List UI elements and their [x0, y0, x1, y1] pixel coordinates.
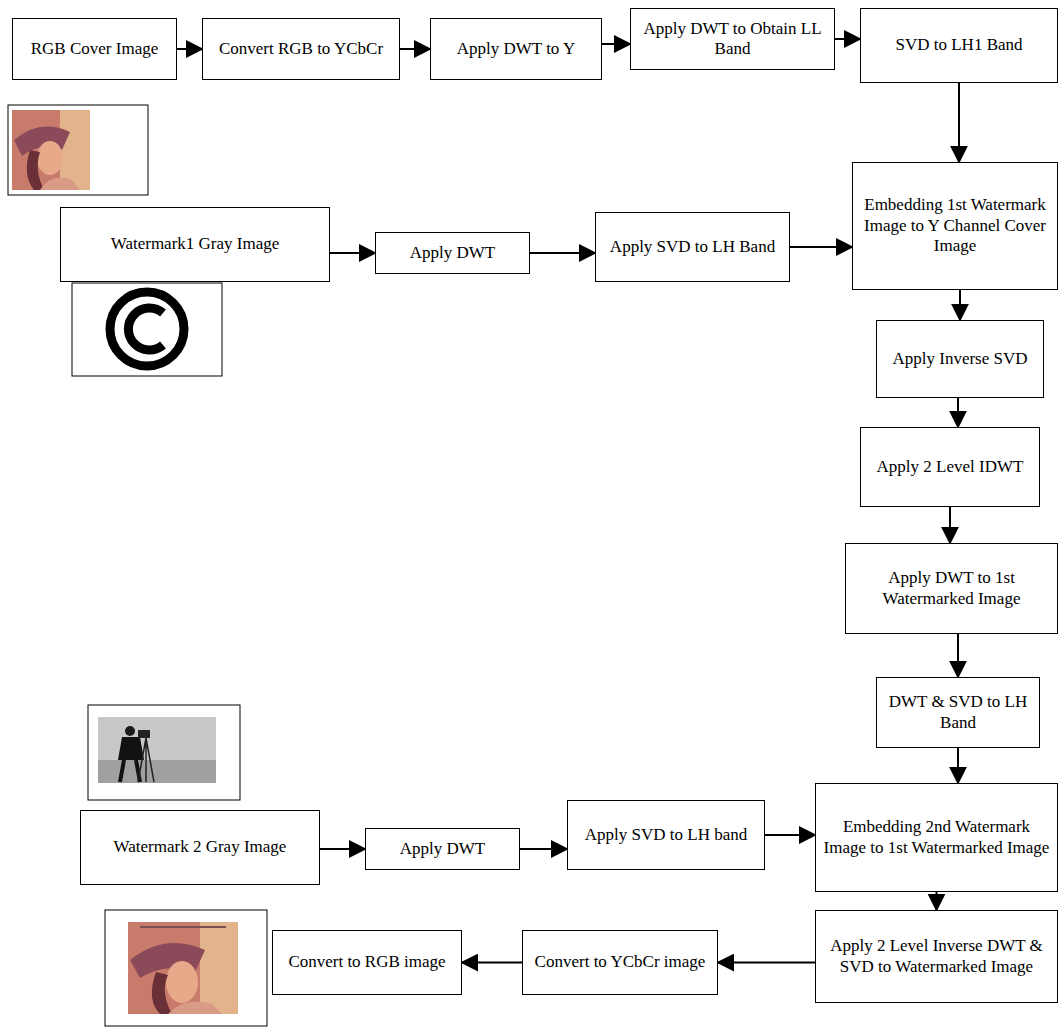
box-label: Embedding 2nd Watermark Image to 1st Wat…	[816, 813, 1057, 862]
flow-arrow	[530, 252, 595, 254]
flow-arrow	[520, 848, 567, 850]
image-face	[166, 961, 198, 1003]
process-box: Embedding 2nd Watermark Image to 1st Wat…	[815, 783, 1058, 892]
flow-arrow	[718, 962, 815, 964]
image-frame	[88, 705, 240, 800]
flow-arrow	[765, 834, 815, 836]
image-face	[37, 141, 63, 175]
process-box: Apply DWT to 1st Watermarked Image	[845, 543, 1058, 634]
box-label: Apply DWT to Y	[451, 35, 582, 63]
box-label: Apply 2 Level Inverse DWT & SVD to Water…	[816, 932, 1057, 981]
image-frame	[72, 283, 222, 376]
process-box: Convert to RGB image	[272, 930, 462, 995]
image-shoulder	[168, 1002, 222, 1014]
image-ground	[98, 760, 216, 783]
process-box: Watermark 2 Gray Image	[80, 810, 320, 885]
process-box: Apply DWT to Y	[430, 18, 602, 80]
image-mirror	[200, 922, 238, 1014]
copyright-image	[72, 283, 222, 376]
box-label: RGB Cover Image	[25, 35, 164, 63]
process-box: DWT & SVD to LH Band	[876, 677, 1040, 748]
box-label: Apply DWT to 1st Watermarked Image	[846, 564, 1057, 613]
box-label: Apply DWT	[404, 239, 501, 267]
flow-arrow	[602, 43, 630, 45]
image-hair	[152, 972, 172, 1014]
image-ground	[12, 110, 90, 190]
box-label: Embedding 1st Watermark Image to Y Chann…	[853, 191, 1057, 260]
flow-arrow	[957, 398, 959, 427]
image-camera	[138, 730, 150, 738]
process-box: SVD to LH1 Band	[860, 8, 1058, 83]
box-label: Convert RGB to YCbCr	[213, 35, 389, 63]
box-label: Apply Inverse SVD	[886, 345, 1033, 373]
flow-arrow	[790, 246, 852, 248]
box-label: Watermark1 Gray Image	[105, 230, 286, 258]
box-label: Apply SVD to LH band	[579, 821, 753, 849]
process-box: Apply Inverse SVD	[876, 320, 1044, 398]
cameraman-image	[88, 705, 240, 800]
box-label: Convert to RGB image	[282, 948, 451, 976]
process-box: Convert RGB to YCbCr	[202, 18, 400, 80]
flow-arrow	[957, 634, 959, 677]
box-label: DWT & SVD to LH Band	[877, 688, 1039, 737]
copyright-c	[128, 308, 163, 350]
flow-arrow	[949, 507, 951, 543]
process-box: Watermark1 Gray Image	[60, 207, 330, 282]
image-frame	[8, 105, 148, 195]
flow-arrow	[835, 38, 860, 40]
image-hair	[27, 150, 44, 190]
image-legs	[120, 760, 140, 782]
process-box: Apply DWT	[375, 232, 530, 274]
watermarked-image	[105, 910, 267, 1026]
box-label: Apply SVD to LH Band	[604, 233, 781, 261]
flow-arrow	[177, 48, 202, 50]
box-label: Convert to YCbCr image	[529, 948, 712, 976]
box-label: Apply DWT	[394, 835, 491, 863]
process-box: Apply 2 Level Inverse DWT & SVD to Water…	[815, 910, 1058, 1003]
box-label: SVD to LH1 Band	[889, 31, 1028, 59]
flow-arrow	[330, 252, 375, 254]
embedded-mark	[140, 926, 226, 928]
image-ground	[128, 922, 238, 1014]
process-box: Embedding 1st Watermark Image to Y Chann…	[852, 162, 1058, 290]
flow-arrow	[957, 748, 959, 783]
box-label: Apply 2 Level IDWT	[871, 453, 1030, 481]
process-box: Apply SVD to LH band	[567, 800, 765, 870]
process-box: Apply 2 Level IDWT	[860, 427, 1040, 507]
cover-image	[8, 105, 148, 195]
flow-arrow	[936, 892, 938, 910]
image-body	[118, 737, 144, 760]
process-box: RGB Cover Image	[12, 18, 177, 80]
flow-arrow	[958, 83, 960, 162]
process-box: Apply DWT to Obtain LL Band	[630, 8, 835, 70]
flow-arrow	[959, 290, 961, 320]
box-label: Apply DWT to Obtain LL Band	[631, 15, 834, 64]
image-sky	[98, 717, 216, 783]
process-box: Apply DWT	[365, 828, 520, 870]
image-frame	[105, 910, 267, 1026]
flow-arrow	[462, 962, 522, 964]
box-label: Watermark 2 Gray Image	[108, 833, 293, 861]
image-head	[125, 726, 135, 736]
process-box: Convert to YCbCr image	[522, 930, 718, 995]
copyright-ring	[110, 292, 184, 366]
flow-arrow	[320, 848, 365, 850]
image-shoulder	[40, 178, 80, 190]
image-tripod	[138, 738, 154, 782]
flow-arrow	[400, 48, 430, 50]
process-box: Apply SVD to LH Band	[595, 212, 790, 282]
